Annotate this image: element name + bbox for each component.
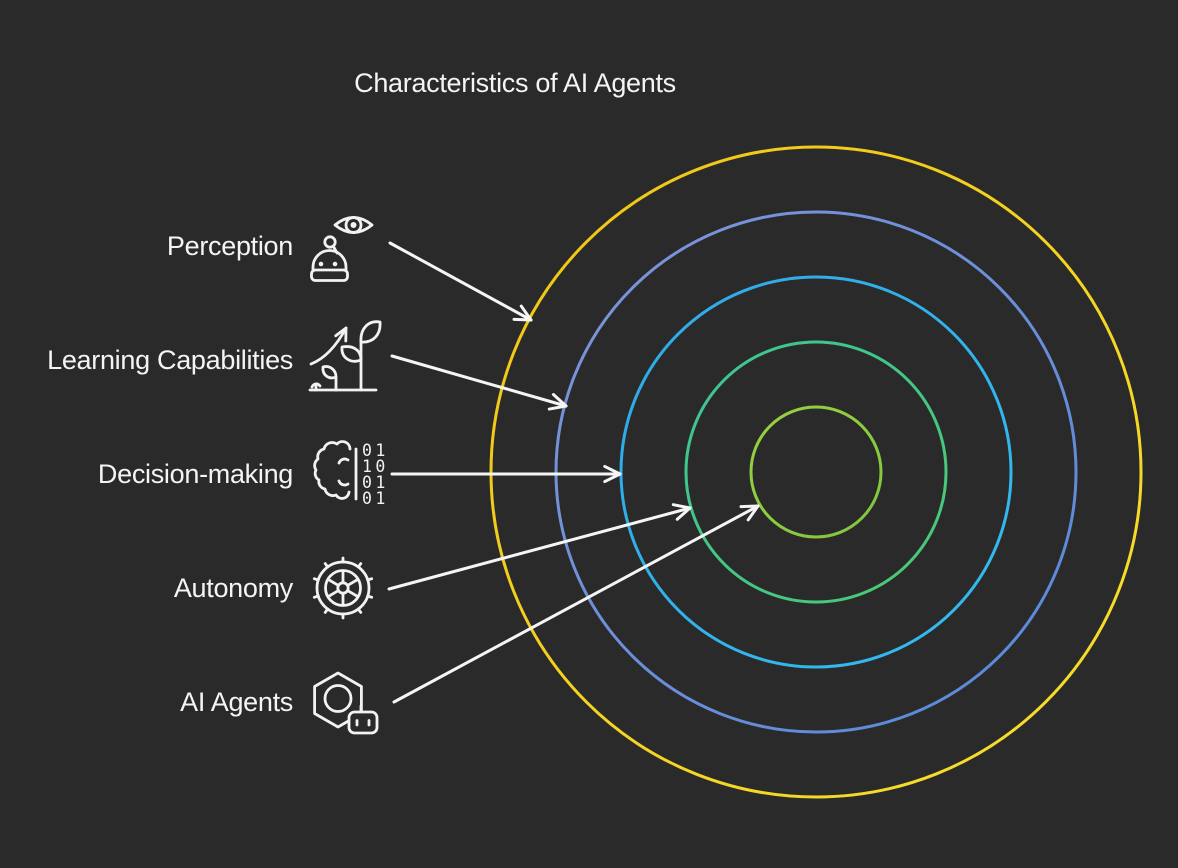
arrow-head-barb [603, 472, 622, 484]
ring-autonomy [684, 340, 948, 604]
robot-eye-icon [310, 216, 374, 282]
robot-head-base [310, 268, 349, 282]
item-label-decision-making: Decision-making [97, 459, 293, 489]
eye-pupil [350, 222, 357, 228]
arrow-shaft [388, 241, 533, 322]
arrow-head-barb [675, 506, 692, 521]
gear-rim [315, 560, 371, 616]
item-label-ai-agents: AI Agents [180, 687, 293, 717]
binary-row-3: 01 [362, 473, 389, 492]
growth-arrow-shaft [309, 326, 348, 366]
arrow-head-barb [671, 503, 692, 510]
robot-eye-left [318, 261, 324, 267]
arrow-shaft [387, 506, 692, 591]
growth-arrow-head [334, 326, 348, 343]
item-label-learning-capabilities: Learning Capabilities [47, 345, 293, 375]
brain-fold-bottom [337, 479, 350, 487]
sprout-leaf [321, 365, 338, 380]
item-label-perception: Perception [166, 231, 293, 261]
arrow-head-barb [746, 504, 760, 522]
arrow-head-barb [603, 464, 622, 476]
gear-wheel-icon [312, 556, 374, 620]
arrow-perception [388, 241, 533, 322]
plant-growth-arrow-icon [308, 320, 382, 392]
brain-fold-top [337, 457, 350, 465]
arrow-autonomy [387, 503, 692, 591]
item-label-autonomy: Autonomy [173, 573, 293, 603]
binary-row-1: 01 [362, 441, 389, 460]
robot-eye-right [332, 261, 338, 267]
grass-mark [310, 382, 322, 392]
arrow-learning-capabilities [390, 354, 568, 411]
brain-outline [313, 440, 352, 500]
arrow-shaft [392, 504, 760, 704]
leaf-middle [340, 345, 363, 363]
arrow-ai-agents [392, 504, 760, 704]
leaf-top [359, 320, 382, 344]
inner-circle [323, 684, 353, 713]
eye-outline [333, 216, 374, 234]
arrow-head-barb [551, 393, 568, 408]
robot-antenna-ball [323, 235, 337, 249]
hexagon-outline [313, 671, 363, 729]
ring-decision-making [619, 275, 1013, 669]
arrow-head-barb [512, 317, 533, 322]
gear-teeth [312, 556, 374, 620]
ring-learning-capabilities [554, 210, 1078, 734]
ring-ai-agents [749, 405, 883, 539]
ring-perception [489, 145, 1143, 799]
wheel-spokes [326, 570, 360, 606]
binary-row-2: 10 [362, 457, 389, 476]
arrow-head-barb [739, 504, 760, 509]
binary-row-4: 01 [362, 489, 389, 508]
arrow-shaft [390, 354, 568, 408]
diagram-title: Characteristics of AI Agents [354, 68, 676, 98]
arrow-head-barb [519, 304, 533, 322]
wheel-hub [336, 581, 350, 595]
hexagon-robot-icon [313, 671, 379, 735]
arrow-head-barb [547, 404, 568, 411]
arrow-decision-making [390, 464, 622, 484]
robot-head-dome [311, 249, 348, 272]
brain-binary-icon: 01 10 01 01 [313, 440, 389, 508]
eye-iris [344, 216, 363, 234]
mini-robot-head [347, 710, 379, 735]
